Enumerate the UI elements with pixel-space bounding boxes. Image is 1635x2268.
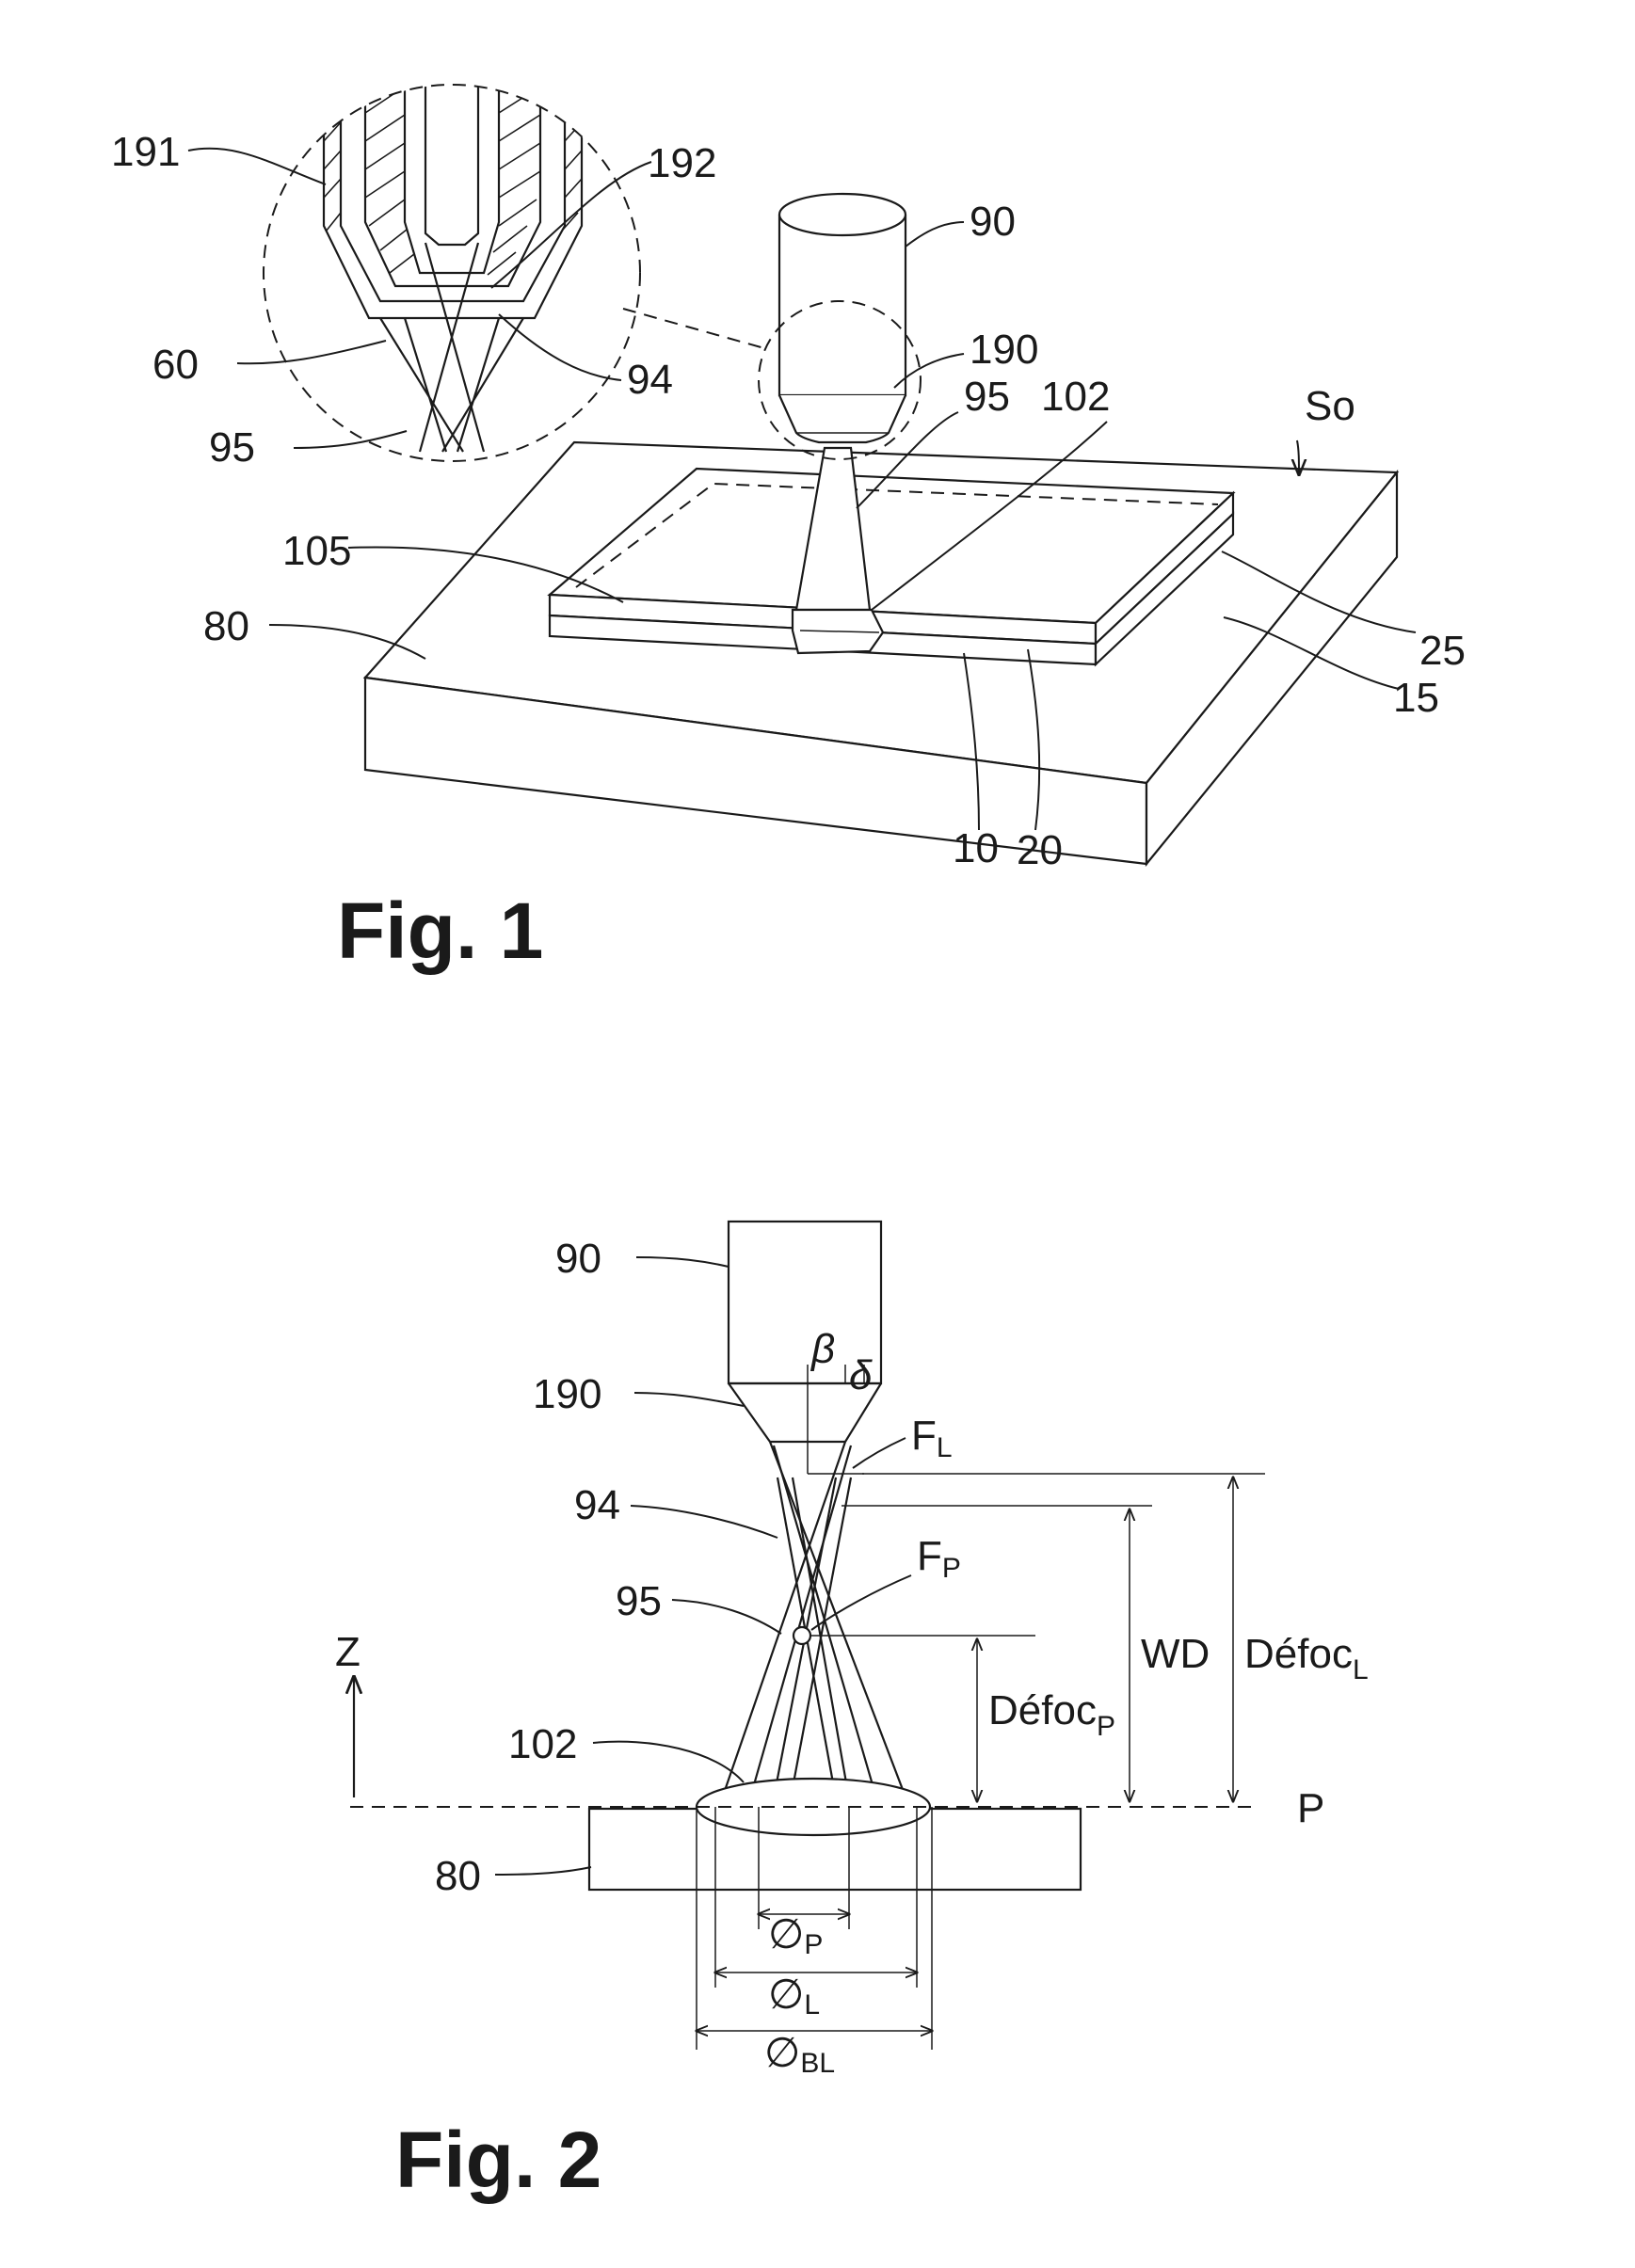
fig2-label-90: 90	[555, 1236, 601, 1282]
detail-connector	[623, 309, 764, 348]
figure-1: 191 192 60 94 95 90 190 95 102 So 105 80…	[111, 85, 1466, 975]
label-192: 192	[648, 140, 716, 186]
fig2-label-102: 102	[508, 1721, 577, 1767]
label-102: 102	[1041, 374, 1110, 420]
label-25: 25	[1419, 628, 1466, 674]
fig2-label-190: 190	[533, 1371, 601, 1417]
label-60: 60	[152, 342, 199, 388]
laser-head-90	[779, 194, 906, 442]
axis-z-label: Z	[335, 1629, 361, 1675]
angle-delta: δ	[849, 1352, 873, 1398]
label-80: 80	[203, 603, 249, 649]
nozzle-detail-view	[264, 85, 640, 461]
plane-p-label: P	[1297, 1785, 1324, 1831]
label-190: 190	[970, 327, 1038, 373]
focal-point-fp	[793, 1627, 810, 1644]
label-95: 95	[964, 374, 1010, 420]
label-dia-l: ∅L	[768, 1972, 820, 2020]
fig2-label-95: 95	[616, 1578, 662, 1624]
label-dia-p: ∅P	[768, 1911, 823, 1960]
label-defoc-p: DéfocP	[988, 1687, 1115, 1742]
label-wd: WD	[1141, 1631, 1210, 1677]
label-dia-bl: ∅BL	[764, 2030, 835, 2079]
fig2-label-94: 94	[574, 1482, 620, 1528]
label-95-detail: 95	[209, 424, 255, 471]
label-fp: FP	[917, 1533, 961, 1584]
label-defoc-l: DéfocL	[1244, 1631, 1369, 1685]
fig1-caption: Fig. 1	[337, 886, 543, 975]
label-20: 20	[1017, 827, 1063, 873]
label-90: 90	[970, 199, 1016, 245]
fig2-caption: Fig. 2	[395, 2116, 601, 2204]
label-so: So	[1305, 383, 1355, 429]
label-fl: FL	[911, 1413, 953, 1463]
fig2-dimensions	[697, 1474, 1265, 2050]
label-105: 105	[282, 528, 351, 574]
label-15: 15	[1393, 675, 1439, 721]
angle-beta: β	[809, 1326, 835, 1372]
label-94: 94	[627, 357, 673, 403]
label-10: 10	[953, 825, 999, 871]
label-191: 191	[111, 129, 180, 175]
figure-2: 90 190 94 95 102 80 β δ Z P FL FP WD Déf…	[335, 1206, 1369, 2204]
fig2-label-80: 80	[435, 1853, 481, 1899]
fig2-labels: 90 190 94 95 102 80 β δ Z P FL FP WD Déf…	[335, 1236, 1369, 2204]
